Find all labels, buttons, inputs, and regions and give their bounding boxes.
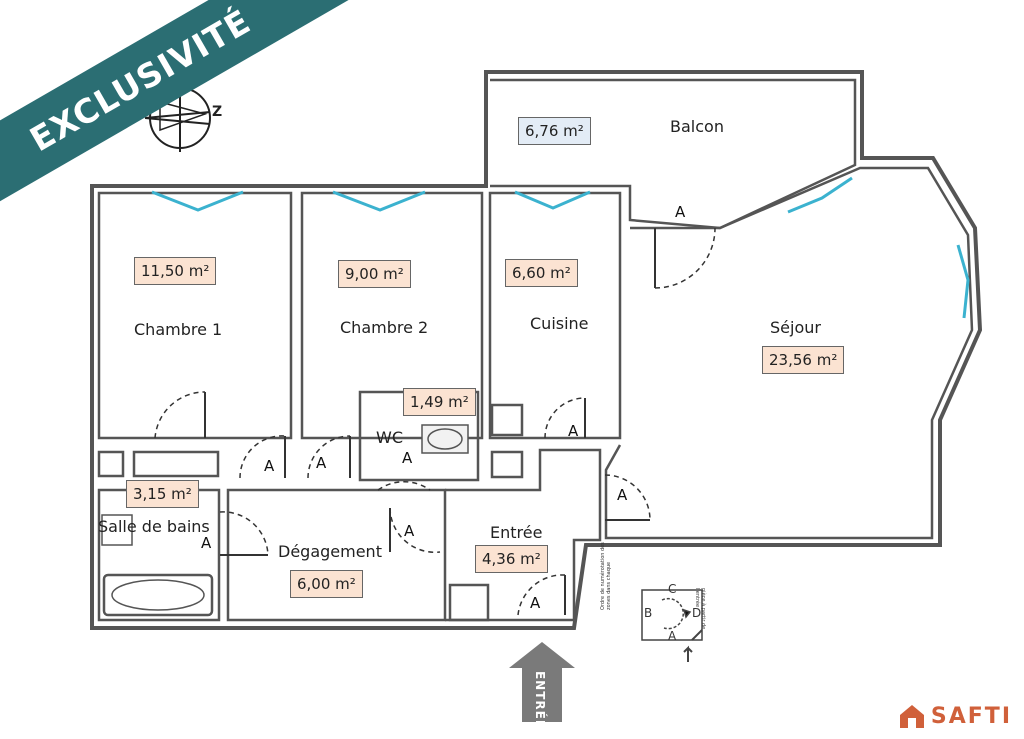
legend-letter-b: B — [644, 606, 653, 620]
wall-cuisine — [488, 191, 622, 440]
wall-entree — [445, 448, 602, 622]
legend-note-right: pièce à partir de l'entrée — [694, 588, 706, 630]
area-badge-degagement: 6,00 m² — [290, 570, 363, 598]
house-icon — [899, 705, 924, 728]
area-badge-sejour: 23,56 m² — [762, 346, 845, 374]
legend-letter-a: A — [668, 629, 677, 643]
area-badge-cuisine: 6,60 m² — [505, 259, 578, 287]
entrance-arrow — [509, 642, 575, 722]
area-badge-chambre1: 11,50 m² — [134, 257, 217, 285]
door-letter: A — [568, 422, 579, 440]
room-label-chambre1: Chambre 1 — [134, 320, 223, 339]
logo-text: SAFTI — [930, 703, 1012, 729]
exterior-wall — [90, 70, 983, 630]
room-label-chambre2: Chambre 2 — [340, 318, 429, 337]
entrance-label: ENTRÉE — [533, 670, 547, 730]
zone-order-legend — [641, 589, 703, 662]
door-letter: A — [316, 454, 327, 472]
door-letter: A — [530, 594, 541, 612]
area-badge-wc: 1,49 m² — [403, 388, 476, 416]
wall-chambre1 — [97, 191, 293, 440]
area-badge-balcon: 6,76 m² — [518, 117, 591, 145]
legend-letter-d: D — [692, 606, 702, 620]
room-label-sdb: Salle de bains — [98, 517, 210, 536]
room-label-entree: Entrée — [490, 523, 543, 542]
door-letter: A — [264, 457, 275, 475]
compass-letter: Z — [212, 104, 223, 120]
room-label-wc: WC — [376, 428, 403, 447]
room-label-cuisine: Cuisine — [530, 314, 589, 333]
legend-note-left: Ordre de numérotation des zones dans cha… — [600, 542, 612, 610]
room-label-sejour: Séjour — [770, 318, 821, 337]
windows — [151, 176, 970, 319]
legend-letter-c: C — [668, 582, 677, 596]
room-label-degagement: Dégagement — [278, 542, 382, 561]
door-letter: A — [201, 534, 212, 552]
door-letter: A — [617, 486, 628, 504]
safti-logo: SAFTI — [897, 703, 1012, 729]
door-letter: A — [402, 449, 413, 467]
area-badge-sdb: 3,15 m² — [126, 480, 199, 508]
wall-sejour — [604, 166, 974, 540]
door-letter: A — [675, 203, 686, 221]
bathtub — [102, 573, 214, 617]
wall-chambre2 — [300, 191, 484, 440]
room-label-balcon: Balcon — [670, 117, 724, 136]
area-badge-chambre2: 9,00 m² — [338, 260, 411, 288]
door-letter: A — [404, 522, 415, 540]
area-badge-entree: 4,36 m² — [475, 545, 548, 573]
